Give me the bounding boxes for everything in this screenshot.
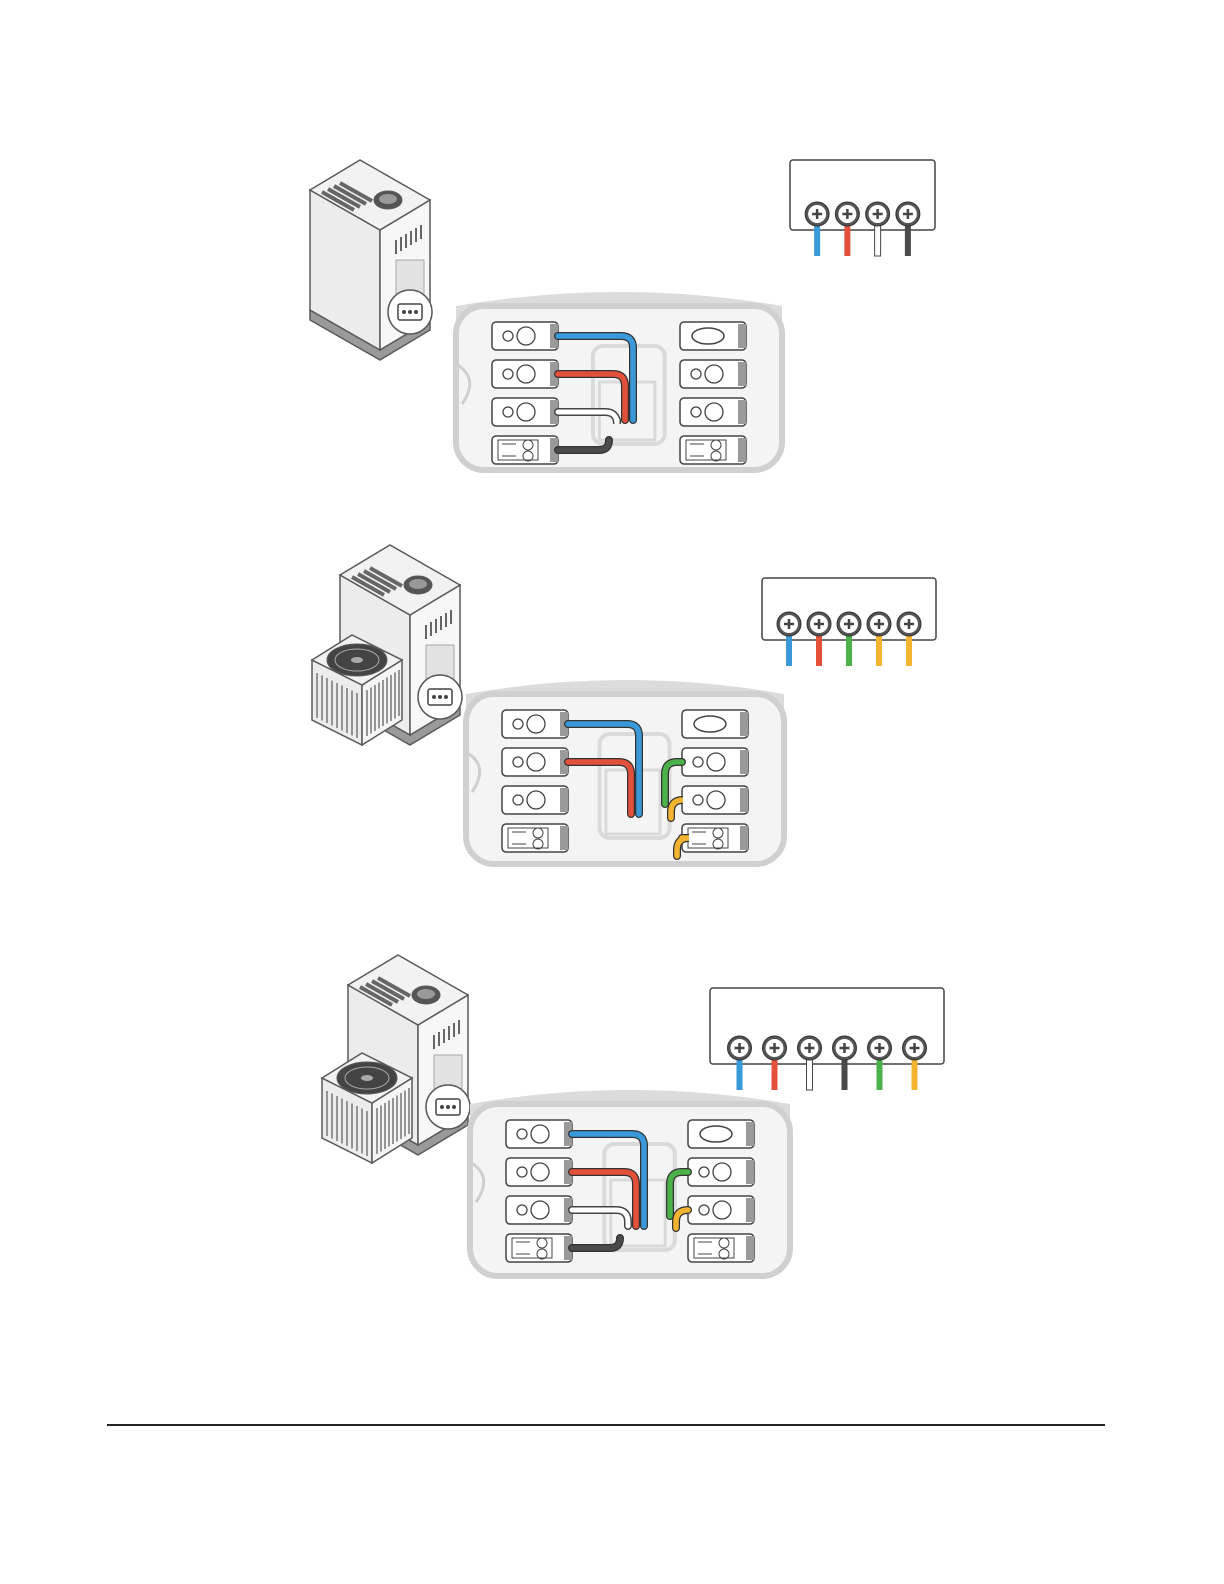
right-connector [680,322,746,350]
left-connector [502,710,568,738]
terminal-strip [790,160,935,256]
furnace-unit [310,160,432,360]
right-connector [682,824,748,852]
right-connector [682,748,748,776]
right-connector [680,436,746,464]
left-connector [506,1158,572,1186]
left-connector [502,786,568,814]
left-connector [506,1196,572,1224]
wall-plate [466,680,784,864]
left-connector [492,398,558,426]
left-connector [502,824,568,852]
right-connector [682,710,748,738]
diagram-furnace-and-ac [312,545,936,864]
left-connector [506,1234,572,1262]
left-connector [502,748,568,776]
right-connector [688,1158,754,1186]
left-connector [492,322,558,350]
right-connector [688,1120,754,1148]
left-connector [492,436,558,464]
diagram-furnace-only [310,160,935,470]
wall-plate [470,1090,790,1276]
terminal-strip [762,578,936,666]
footer-rule [107,1424,1105,1426]
right-connector [688,1196,754,1224]
terminal-strip [710,988,944,1090]
right-connector [680,398,746,426]
wall-plate [456,292,782,470]
left-connector [506,1120,572,1148]
left-connector [492,360,558,388]
right-connector [680,360,746,388]
diagram-furnace-and-ac-six-wire [322,955,944,1276]
right-connector [682,786,748,814]
right-connector [688,1234,754,1262]
